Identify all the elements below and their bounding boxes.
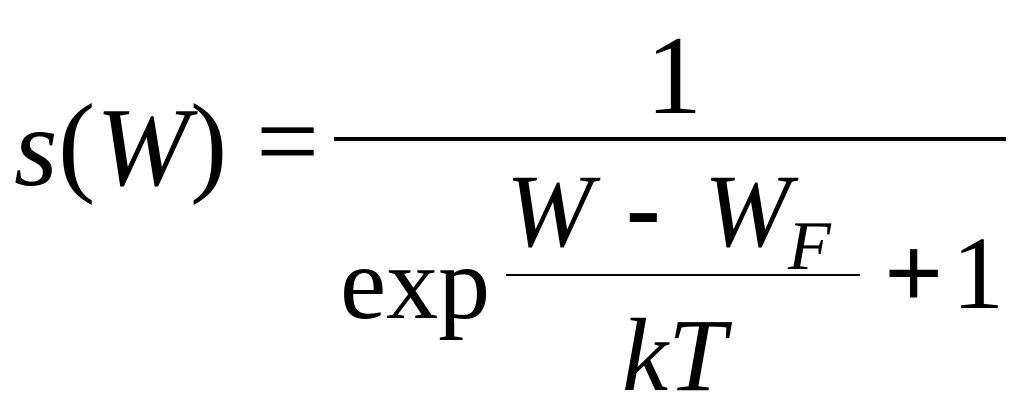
inner-variable-wf-base: W (704, 154, 791, 269)
close-parenthesis: ) (190, 82, 228, 206)
inner-fraction-bar (506, 274, 860, 276)
inner-denominator-kt: kT (622, 298, 726, 413)
variable-w: W (96, 86, 190, 210)
exp-function: exp (340, 226, 491, 341)
fraction-numerator-one: 1 (646, 14, 702, 138)
function-symbol-s: s (14, 86, 58, 210)
plus-sign: + (884, 216, 944, 331)
equals-sign: = (256, 80, 320, 204)
main-fraction-bar (334, 137, 1006, 141)
denominator-one: 1 (952, 216, 1004, 331)
open-parenthesis: ( (58, 82, 96, 206)
subscript-f: F (788, 208, 831, 285)
inner-variable-w: W (506, 154, 593, 269)
minus-sign: - (626, 150, 661, 265)
